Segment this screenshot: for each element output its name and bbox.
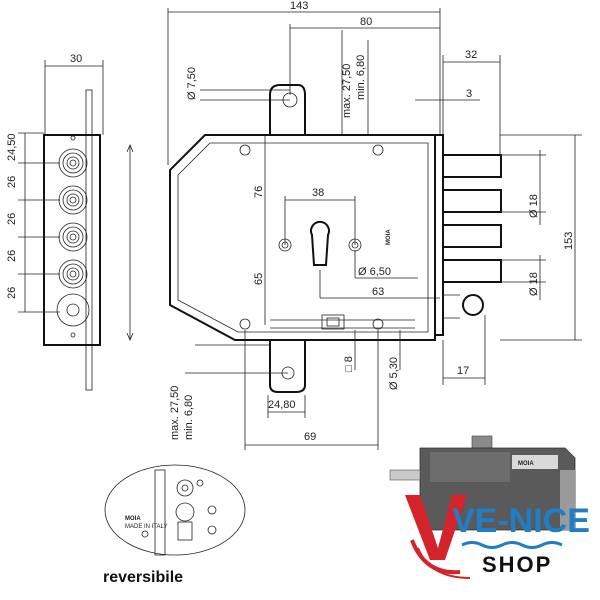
bolt-circle-2 bbox=[58, 185, 88, 215]
dim-26-b: 26 bbox=[6, 213, 18, 225]
hole-750: Ø 7,50 bbox=[186, 67, 198, 100]
top-tab-hole bbox=[282, 92, 298, 108]
reversible-inset: MOIA MADE IN ITALY reversibile bbox=[103, 464, 246, 586]
front-view: 143 80 max. 27,50 min. 6,80 Ø 7,50 76 bbox=[167, 0, 582, 450]
screw-br bbox=[372, 318, 384, 330]
screw-bl bbox=[239, 318, 251, 330]
dim-26-a: 26 bbox=[6, 176, 18, 188]
inset-brand: MOIA bbox=[125, 516, 141, 522]
inset-made-in: MADE IN ITALY bbox=[125, 524, 167, 530]
shop-logo: VE-NICE SHOP bbox=[405, 495, 590, 579]
logo-main-text: VE-NICE bbox=[452, 502, 590, 540]
dim-30: 30 bbox=[70, 53, 82, 65]
dim-3: 3 bbox=[466, 88, 472, 100]
front-faceplate bbox=[434, 134, 444, 336]
dim-143: 143 bbox=[290, 0, 308, 12]
key-pin-left bbox=[278, 238, 292, 252]
latch bbox=[462, 294, 484, 316]
bolt-3 bbox=[442, 224, 502, 248]
logo-v-mark bbox=[405, 495, 467, 560]
screw-tr bbox=[372, 144, 384, 156]
dim-2480: 24,80 bbox=[268, 399, 296, 411]
side-view: 30 24,50 26 26 26 bbox=[6, 53, 134, 391]
brand-mark: MOIA bbox=[386, 229, 392, 245]
dim-square8: □ 8 bbox=[343, 356, 355, 372]
dim-17: 17 bbox=[457, 365, 469, 377]
dim-32: 32 bbox=[465, 49, 477, 61]
bolt-circle-1 bbox=[58, 148, 88, 178]
dim-63: 63 bbox=[372, 286, 384, 298]
bolt-circle-3 bbox=[58, 222, 88, 252]
bolt-circle-4 bbox=[58, 259, 88, 289]
slot-min-bottom: min. 6,80 bbox=[183, 395, 195, 440]
dim-dia18-upper: Ø 18 bbox=[528, 194, 540, 218]
bottom-tab bbox=[269, 340, 306, 393]
dim-65: 65 bbox=[253, 273, 265, 285]
slot-max-bottom: max. 27,50 bbox=[169, 386, 181, 440]
bolt-2 bbox=[442, 189, 502, 213]
dim-153: 153 bbox=[563, 232, 575, 250]
dim-530: Ø 5,30 bbox=[388, 357, 400, 390]
faceplate-strip bbox=[85, 89, 93, 391]
bolt-4 bbox=[442, 259, 502, 283]
dim-80: 80 bbox=[360, 16, 372, 28]
dim-26-d: 26 bbox=[6, 287, 18, 299]
dim-38: 38 bbox=[312, 187, 324, 199]
bolt-1 bbox=[442, 154, 502, 178]
side-case bbox=[43, 134, 101, 346]
keyhole bbox=[310, 220, 330, 266]
lock-case-inner bbox=[177, 142, 429, 333]
lock-case bbox=[169, 134, 436, 341]
reversible-caption: reversibile bbox=[103, 569, 183, 586]
screw-tl bbox=[239, 144, 251, 156]
dim-26-c: 26 bbox=[6, 250, 18, 262]
logo-sub-text: SHOP bbox=[482, 552, 552, 577]
dim-dia18-lower: Ø 18 bbox=[528, 272, 540, 296]
slot-min-top: min. 6,80 bbox=[355, 55, 367, 100]
dim-650: Ø 6,50 bbox=[358, 266, 391, 278]
logo-wave bbox=[461, 541, 563, 549]
follower bbox=[321, 314, 345, 330]
latch-circle bbox=[56, 293, 90, 327]
dim-24-50: 24,50 bbox=[6, 133, 18, 161]
inset-circle bbox=[104, 464, 246, 556]
dim-76: 76 bbox=[253, 186, 265, 198]
photo-label: MOIA bbox=[518, 461, 534, 467]
dim-69: 69 bbox=[304, 431, 316, 443]
top-tab bbox=[269, 84, 306, 135]
slot-max-top: max. 27,50 bbox=[341, 64, 353, 118]
